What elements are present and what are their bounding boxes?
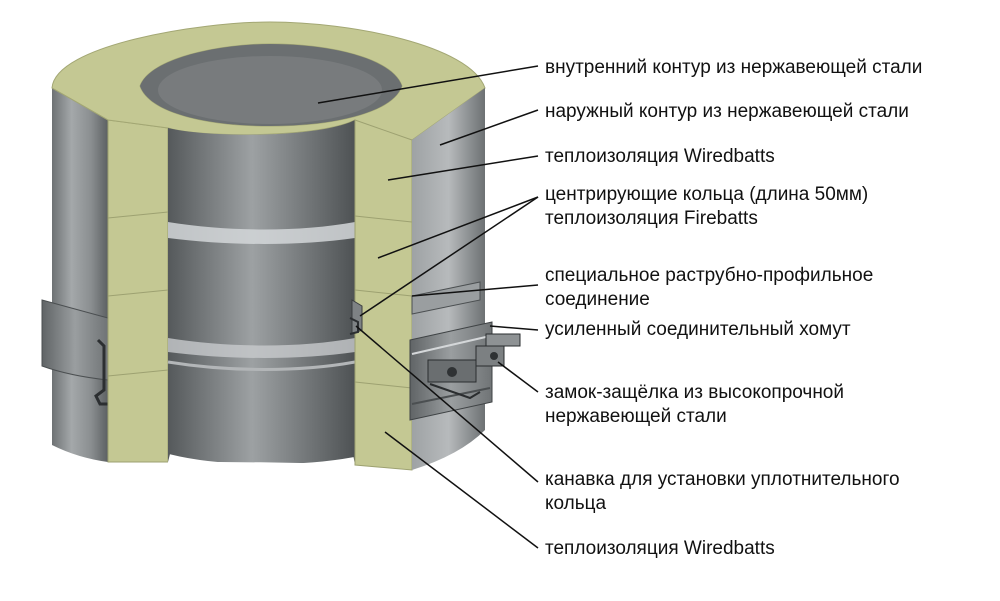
label-groove-line1: канавка для установки уплотнительного <box>545 469 900 490</box>
leader-groove <box>355 325 539 483</box>
leader-insulation-top <box>387 155 539 181</box>
leader-latch <box>497 361 539 393</box>
label-insulation-bottom: теплоизоляция Wiredbatts <box>545 538 775 559</box>
label-socket-joint-line2: соединение <box>545 289 650 310</box>
outer-wall-left <box>52 88 108 462</box>
label-outer-contour: наружный контур из нержавеющей стали <box>545 101 909 122</box>
label-centering-rings-line2: теплоизоляция Firebatts <box>545 208 758 229</box>
leader-lines <box>317 65 539 549</box>
leader-clamp <box>489 325 539 331</box>
leader-outer-contour <box>439 109 539 146</box>
label-latch-line2: нержавеющей стали <box>545 406 727 427</box>
label-socket-joint-line1: специальное раструбно-профильное <box>545 265 874 286</box>
label-insulation-top: теплоизоляция Wiredbatts <box>545 146 775 167</box>
pipe-body <box>41 21 521 481</box>
label-clamp: усиленный соединительный хомут <box>545 319 851 340</box>
socket-joint-profile-left <box>94 338 108 406</box>
leader-socket-joint <box>411 284 539 297</box>
leader-inner-contour <box>317 65 539 104</box>
label-inner-contour: внутренний контур из нержавеющей стали <box>545 57 923 78</box>
centering-ring <box>351 299 363 335</box>
socket-joint-band <box>411 281 481 315</box>
leader-centering-rings-a <box>377 196 539 259</box>
latch-mechanism <box>427 333 521 400</box>
leader-centering-rings-b <box>359 196 539 317</box>
leader-insulation-bottom <box>384 431 539 549</box>
label-centering-rings-line1: центрирующие кольца (длина 50мм) <box>545 184 869 205</box>
inner-pipe-wall <box>168 120 355 465</box>
label-groove-line2: кольца <box>545 493 607 514</box>
label-latch-line1: замок-защёлка из высокопрочной <box>545 382 844 403</box>
